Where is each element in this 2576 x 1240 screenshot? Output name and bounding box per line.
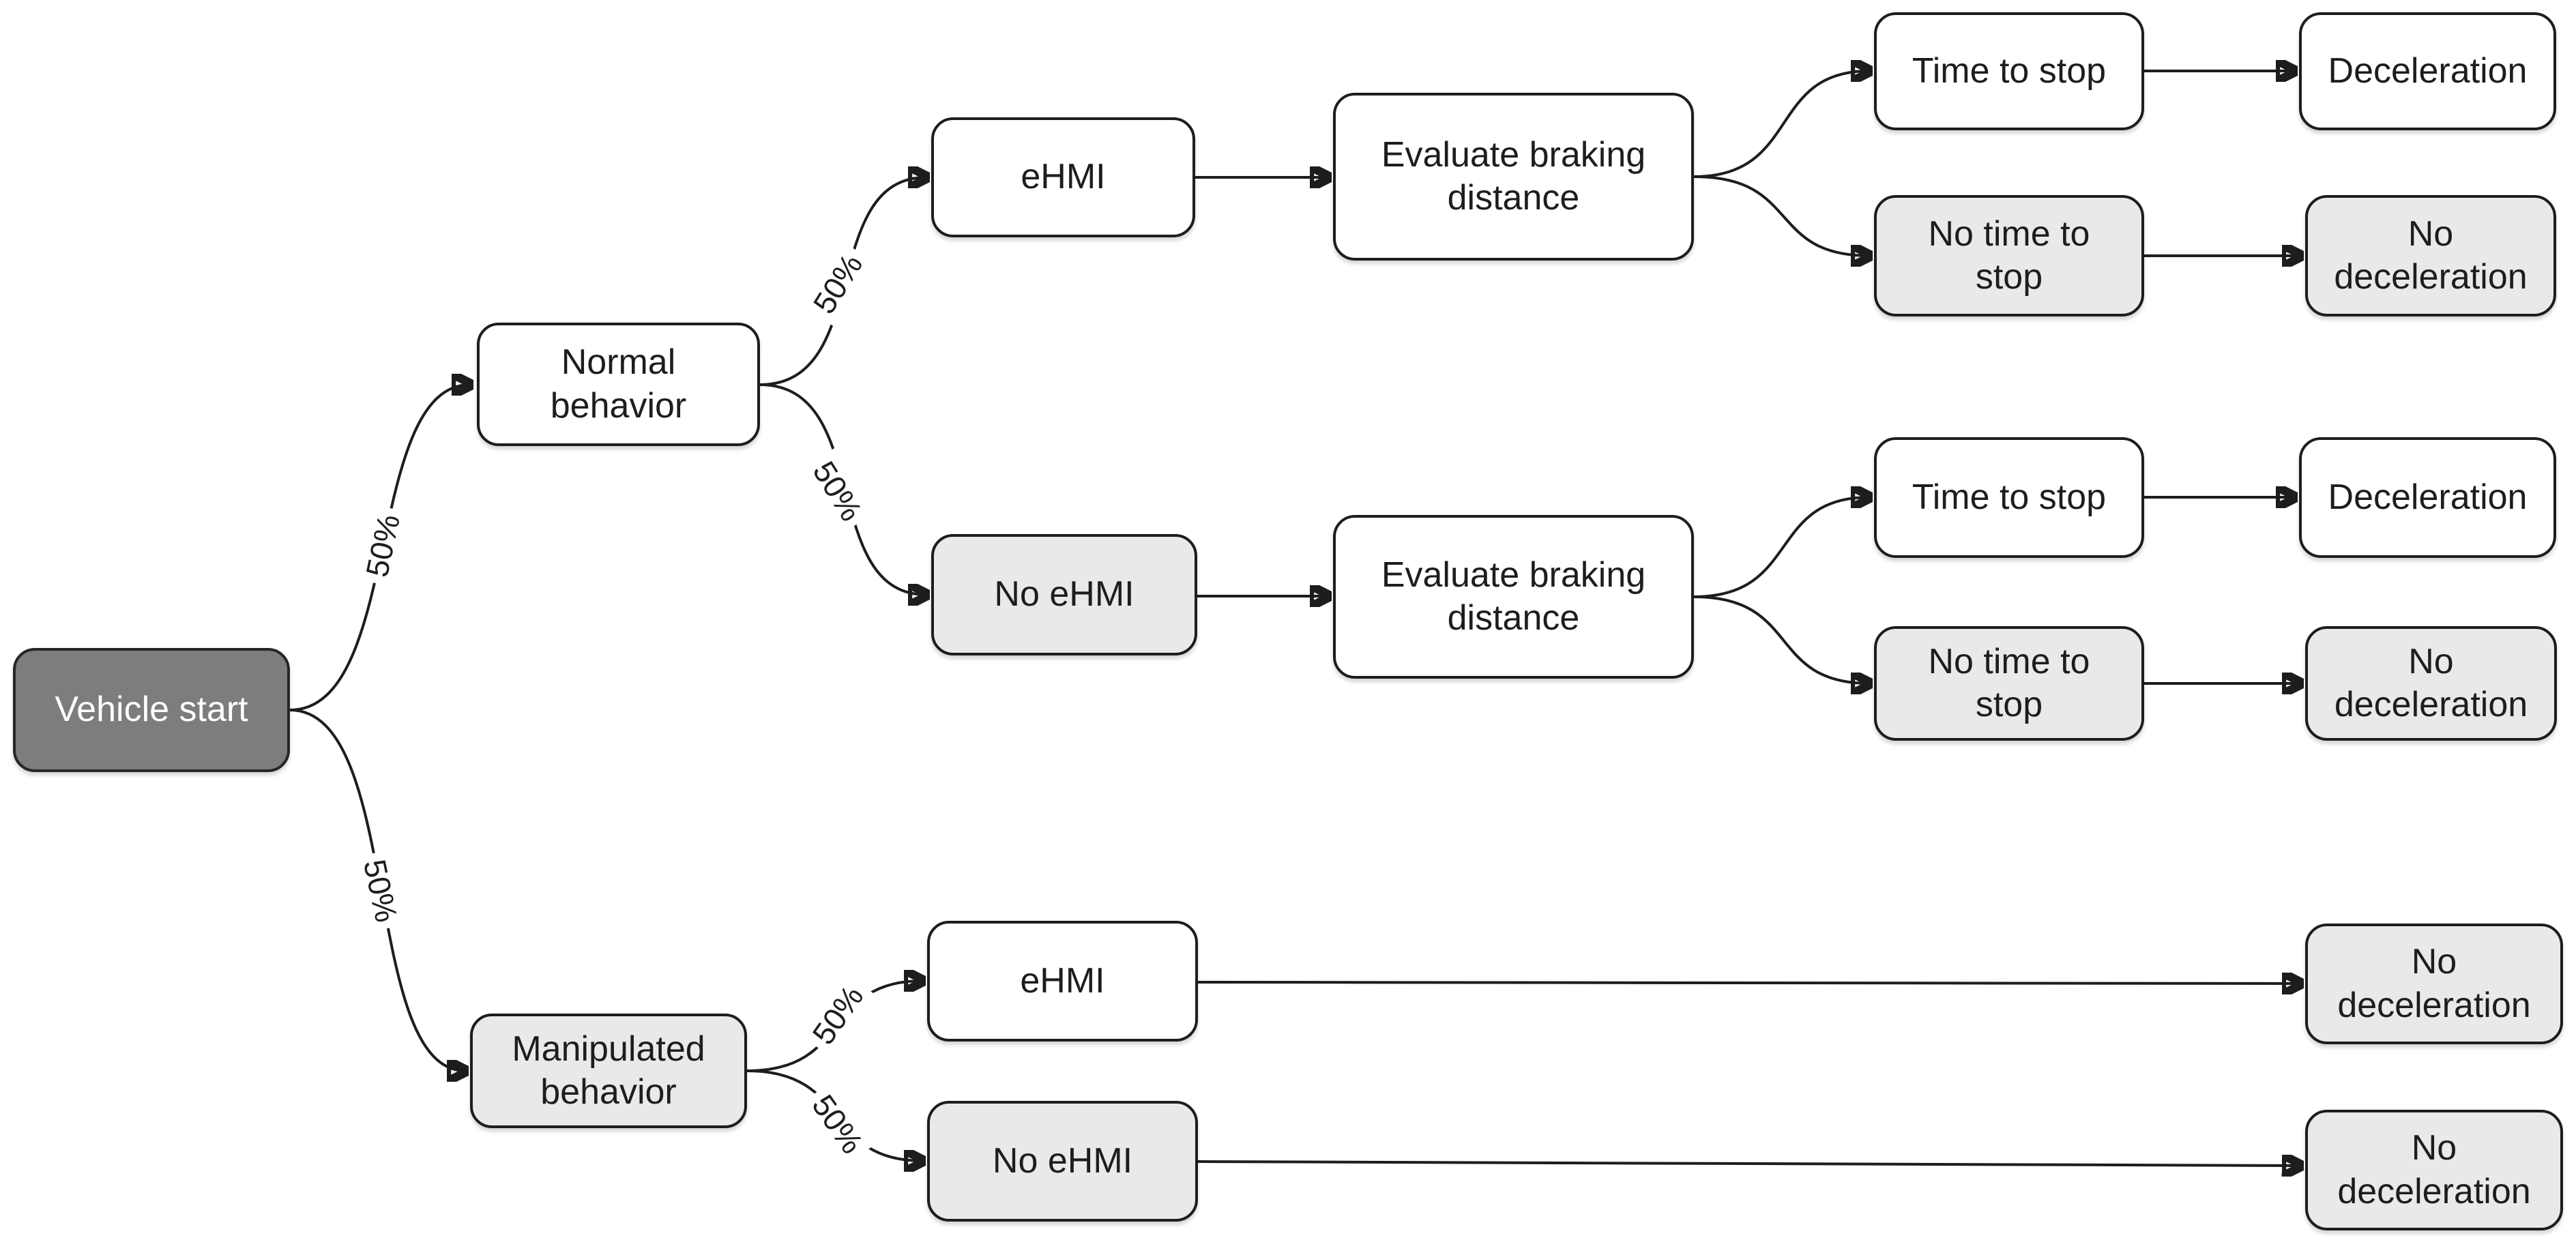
- node-time-to-stop-1: Time to stop: [1874, 12, 2144, 130]
- node-no-deceleration-4: No deceleration: [2305, 1110, 2563, 1230]
- node-no-time-to-stop-2: No time to stop: [1874, 626, 2144, 741]
- node-no-deceleration-2: No deceleration: [2305, 626, 2557, 741]
- node-deceleration-1: Deceleration: [2299, 12, 2556, 130]
- node-no-deceleration-1: No deceleration: [2305, 195, 2556, 316]
- node-ehmi-manipulated: eHMI: [927, 921, 1198, 1042]
- node-no-ehmi-manipulated: No eHMI: [927, 1101, 1198, 1222]
- node-no-time-to-stop-1: No time to stop: [1874, 195, 2144, 316]
- node-ehmi-normal: eHMI: [931, 117, 1195, 237]
- node-time-to-stop-2: Time to stop: [1874, 437, 2144, 558]
- node-normal-behavior: Normal behavior: [477, 323, 760, 446]
- node-manipulated-behavior: Manipulated behavior: [470, 1014, 747, 1128]
- node-evaluate-braking-distance-1: Evaluate braking distance: [1333, 93, 1694, 261]
- node-no-deceleration-3: No deceleration: [2305, 924, 2563, 1044]
- edge-evaluate-2-to-time-to-stop-2: [1693, 497, 1869, 598]
- node-deceleration-2: Deceleration: [2299, 437, 2556, 558]
- node-vehicle-start: Vehicle start: [13, 648, 290, 772]
- node-evaluate-braking-distance-2: Evaluate braking distance: [1333, 515, 1694, 679]
- edge-evaluate-1-to-no-time-to-stop-1: [1693, 175, 1869, 256]
- node-no-ehmi-normal: No eHMI: [931, 534, 1197, 655]
- edge-evaluate-1-to-time-to-stop-1: [1693, 71, 1869, 178]
- edge-evaluate-2-to-no-time-to-stop-2: [1693, 595, 1869, 683]
- edge-ehmi-manipulated-to-no-deceleration: [1197, 982, 2300, 984]
- edge-no-ehmi-manipulated-to-no-deceleration: [1197, 1162, 2300, 1166]
